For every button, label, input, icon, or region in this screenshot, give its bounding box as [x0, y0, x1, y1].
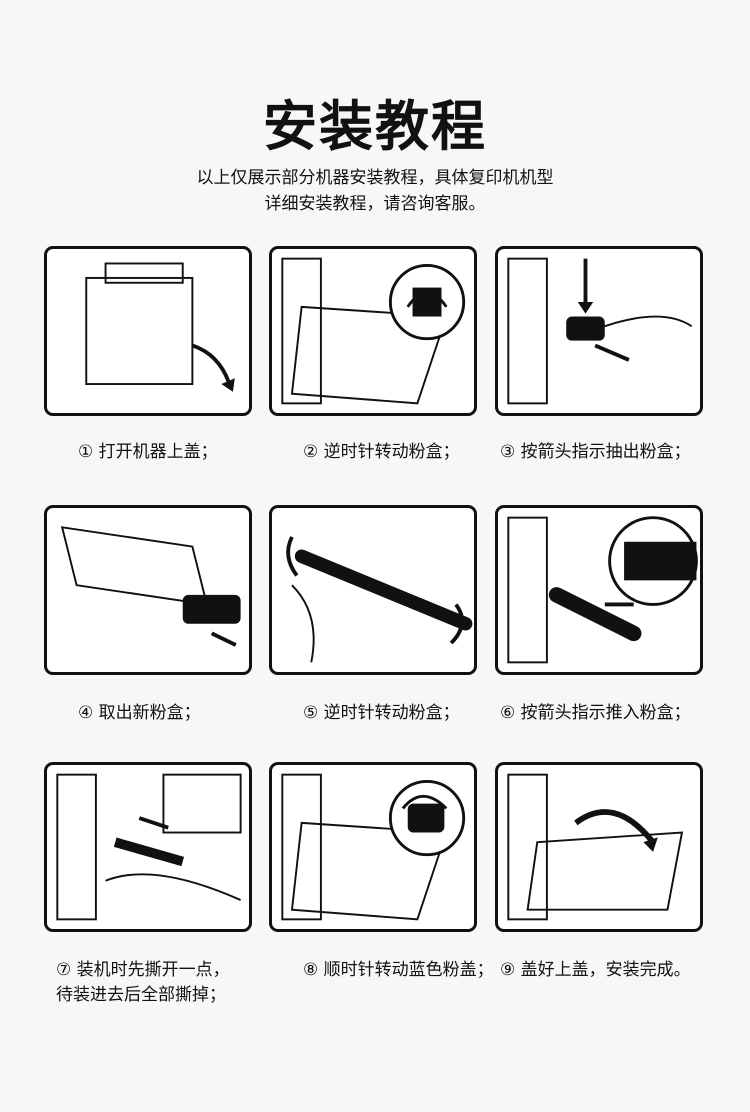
step-caption-1: ① 打开机器上盖； — [78, 440, 218, 465]
step-panel-1 — [44, 246, 252, 416]
caption-line: ⑧ 顺时针转动蓝色粉盖； — [303, 960, 494, 980]
rotate-clockwise-illustration — [281, 773, 466, 921]
step-caption-6: ⑥ 按箭头指示推入粉盒； — [500, 701, 691, 726]
step-caption-9: ⑨ 盖好上盖，安装完成。 — [500, 958, 691, 983]
step-panel-2 — [269, 246, 477, 416]
subtitle-line-2: 详细安装教程，请咨询客服。 — [264, 194, 486, 214]
pull-out-cartridge-illustration — [507, 257, 693, 405]
step-panel-4 — [44, 505, 252, 675]
shake-cartridge-illustration — [286, 536, 473, 663]
remove-seal-illustration — [56, 773, 242, 921]
caption-line: ⑨ 盖好上盖，安装完成。 — [500, 960, 691, 980]
open-cover-illustration — [85, 262, 235, 392]
step-caption-4: ④ 取出新粉盒； — [78, 701, 201, 726]
caption-line-2: 待装进去后全部撕掉； — [56, 985, 226, 1005]
take-new-cartridge-illustration — [60, 526, 241, 647]
step-panel-3 — [495, 246, 703, 416]
caption-line: ① 打开机器上盖； — [78, 442, 218, 462]
caption-line: ⑤ 逆时针转动粉盒； — [303, 703, 460, 723]
caption-line: ⑥ 按箭头指示推入粉盒； — [500, 703, 691, 723]
subtitle-line-1: 以上仅展示部分机器安装教程，具体复印机机型 — [196, 168, 554, 188]
step-panel-6 — [495, 505, 703, 675]
step-panel-8 — [269, 762, 477, 932]
step-caption-7: ⑦ 装机时先撕开一点， 待装进去后全部撕掉； — [56, 958, 230, 1008]
caption-line: ④ 取出新粉盒； — [78, 703, 201, 723]
step-caption-3: ③ 按箭头指示抽出粉盒； — [500, 440, 691, 465]
step-caption-5: ⑤ 逆时针转动粉盒； — [303, 701, 460, 726]
caption-line: ② 逆时针转动粉盒； — [303, 442, 460, 462]
rotate-counterclockwise-illustration — [281, 257, 466, 405]
step-panel-5 — [269, 505, 477, 675]
step-caption-2: ② 逆时针转动粉盒； — [303, 440, 460, 465]
caption-line: ③ 按箭头指示抽出粉盒； — [500, 442, 691, 462]
push-in-cartridge-illustration — [507, 516, 698, 664]
step-panel-9 — [495, 762, 703, 932]
step-panel-7 — [44, 762, 252, 932]
step-caption-8: ⑧ 顺时针转动蓝色粉盖； — [303, 958, 494, 983]
close-cover-illustration — [507, 773, 684, 921]
caption-line: ⑦ 装机时先撕开一点， — [56, 960, 230, 980]
page-title: 安装教程 — [263, 95, 487, 158]
